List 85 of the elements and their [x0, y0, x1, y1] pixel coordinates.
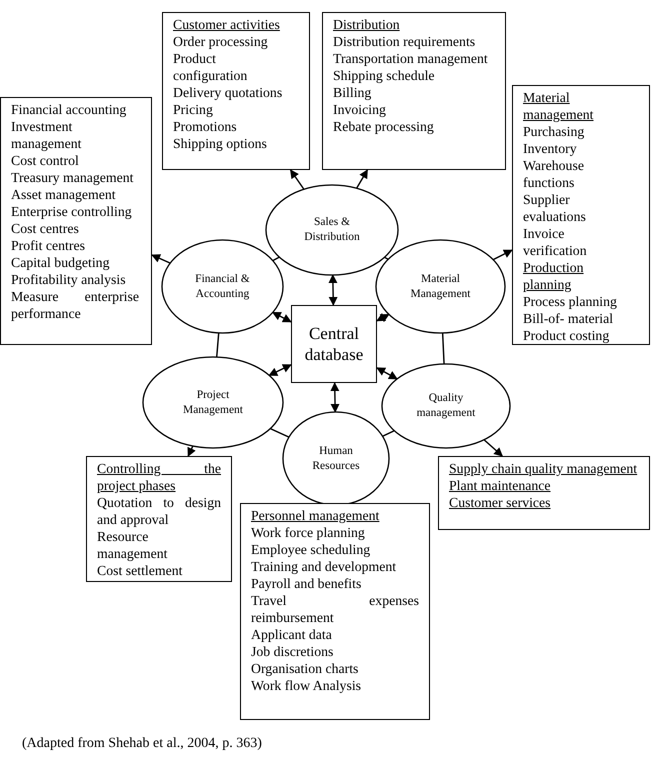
list-panel	[322, 12, 506, 170]
module-label: Quality management	[416, 391, 476, 421]
list-item: Asset management	[11, 186, 117, 203]
list-item: Cost control	[11, 152, 80, 169]
list-item: Treasury management	[11, 169, 134, 186]
list-heading: Distribution	[333, 16, 401, 33]
list-item: Financial accounting	[11, 101, 128, 118]
list-item: Cost settlement	[97, 562, 184, 579]
list-item: Promotions	[173, 118, 238, 135]
list-item: Capital budgeting	[11, 254, 110, 271]
arrow	[151, 254, 170, 264]
module-label: Financial & Accounting	[194, 272, 251, 302]
list-panel	[240, 503, 430, 720]
list-panel	[512, 85, 650, 345]
database-box	[291, 305, 377, 383]
list-item: Resource management	[97, 528, 168, 562]
list-item: Shipping options	[173, 135, 268, 152]
arrow	[376, 312, 390, 322]
list-item: Inventory	[523, 140, 578, 157]
list-item: Product costing	[523, 327, 610, 344]
list-item: Work flow Analysis	[251, 677, 362, 694]
list-heading: Controlling the project phases	[97, 460, 221, 494]
arrow	[188, 446, 196, 457]
list-item: Invoice verification	[523, 225, 588, 259]
arrow	[268, 364, 292, 376]
module-label: Sales & Distribution	[303, 215, 361, 245]
connector-line	[382, 430, 395, 437]
list-heading: Customer activities	[173, 16, 281, 33]
list-item: Purchasing	[523, 123, 586, 140]
list-panel	[0, 97, 152, 345]
module-label: Human Resources	[311, 444, 361, 474]
arrow	[290, 169, 304, 190]
list-item: Order processing	[173, 33, 269, 50]
database-label: Central database	[304, 323, 364, 365]
list-panel	[162, 12, 310, 170]
list-item: Transportation management	[333, 50, 489, 67]
list-panel	[438, 456, 650, 530]
list-item: Employee scheduling	[251, 541, 372, 558]
list-item: Applicant data	[251, 626, 333, 643]
list-item: Cost centres	[11, 220, 80, 237]
list-item: Work force planning	[251, 524, 366, 541]
arrow	[492, 250, 513, 260]
list-item: Invoicing	[333, 101, 387, 118]
list-heading: Personnel management	[251, 507, 380, 524]
list-item: Travel expenses reimbursement	[251, 592, 419, 626]
list-item: Payroll and benefits	[251, 575, 362, 592]
arrow	[376, 367, 398, 380]
list-item: Job discretions	[251, 643, 334, 660]
list-item: Investment management	[11, 118, 82, 152]
connector-line	[270, 428, 290, 438]
list-heading: Material management	[523, 89, 594, 123]
list-item: Enterprise controlling	[11, 203, 133, 220]
module-label: Material Management	[409, 272, 472, 302]
list-item: Billing	[333, 84, 372, 101]
list-heading: Customer services	[449, 494, 552, 511]
connector-line	[272, 256, 280, 262]
caption: (Adapted from Shehab et al., 2004, p. 363)	[22, 736, 262, 752]
list-item: Process planning	[523, 293, 618, 310]
list-item: Training and development	[251, 558, 398, 575]
arrow	[330, 382, 340, 413]
list-item: Product configuration	[173, 50, 248, 84]
list-item: Delivery quotations	[173, 84, 284, 101]
list-item: Warehouse functions	[523, 157, 585, 191]
list-item: Distribution requirements	[333, 33, 476, 50]
list-item: Profitability analysis	[11, 271, 127, 288]
list-item: Rebate processing	[333, 118, 435, 135]
connector-line	[216, 332, 220, 358]
list-item: Bill-of- material	[523, 310, 614, 327]
arrow	[484, 439, 503, 457]
list-heading: Production planning	[523, 259, 585, 293]
list-panel	[86, 456, 232, 582]
arrow	[328, 274, 338, 306]
arrow	[356, 169, 368, 189]
list-item: Quotation to design and approval	[97, 494, 221, 528]
module-label: Project Management	[182, 388, 244, 418]
list-item: Supplier evaluations	[523, 191, 587, 225]
list-heading: Supply chain quality management	[449, 460, 638, 477]
list-item: Shipping schedule	[333, 67, 436, 84]
list-item: Measure enterprise performance	[11, 288, 139, 322]
list-item: Pricing	[173, 101, 214, 118]
arrow	[272, 312, 292, 322]
list-heading: Plant maintenance	[449, 477, 552, 494]
list-item: Organisation charts	[251, 660, 360, 677]
list-item: Profit centres	[11, 237, 86, 254]
connector-line	[442, 332, 445, 364]
